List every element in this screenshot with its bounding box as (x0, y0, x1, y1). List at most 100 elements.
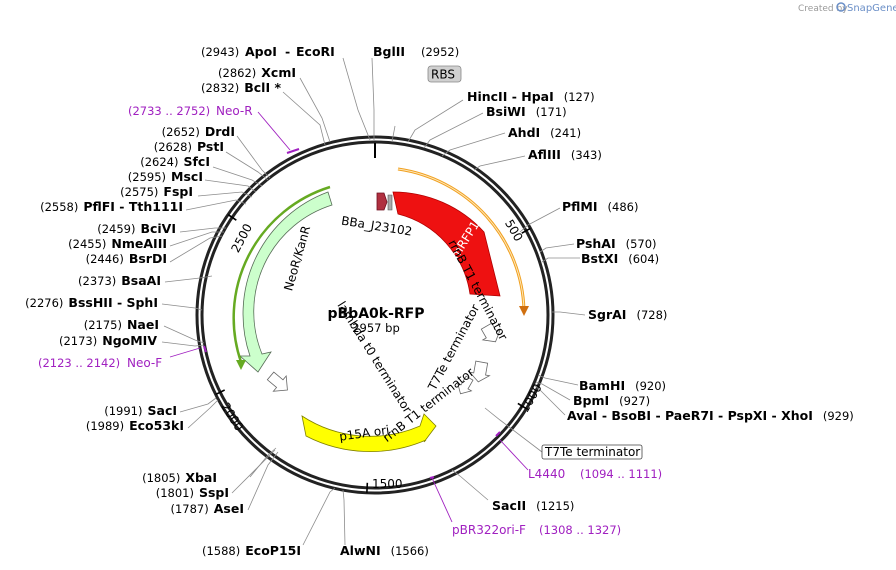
leader-line (299, 77, 331, 143)
leader-line (185, 199, 247, 211)
leader-line (391, 125, 396, 143)
site-position: (1588) (202, 544, 240, 558)
right-site-labels: HincII - HpaI(127)BsiWI(171) AhdI (241) Afl… (340, 89, 854, 558)
site-name: MscI (171, 169, 203, 184)
leader-line (484, 407, 543, 453)
site-label-left: PflFI - Tth111I(2558) (40, 199, 183, 214)
site-name: BciVI (140, 221, 176, 236)
t7te-badge-box (541, 444, 643, 460)
site-position: (1801) (156, 486, 194, 500)
primer-name: L4440 (528, 467, 565, 481)
site-label-left: BssHII - SphI(2276) (25, 295, 158, 310)
leader-line (342, 489, 346, 546)
p15a-ori-arrow (301, 413, 437, 452)
site-name: HincII - HpaI (467, 89, 554, 104)
primer-name: Neo-F (127, 356, 162, 370)
site-position: (2575) (120, 185, 158, 199)
site-position: (241) (550, 126, 581, 140)
site-position: (927) (619, 394, 650, 408)
leader-line (441, 132, 506, 157)
neor-kanr-arrow (238, 191, 333, 373)
site-label-apoi-ecori: (2943) ApoI - EcoRI (201, 44, 335, 59)
site-name: XcmI (261, 65, 296, 80)
site-label-left: XcmI(2862) (218, 65, 296, 80)
site-name: AlwNI (340, 543, 381, 558)
tick-mark-2500 (227, 213, 237, 221)
site-label-left: NmeAIII(2455) (68, 236, 167, 251)
plasmid-length: 2957 bp (352, 321, 400, 335)
primer-name: pBR322ori-F (452, 523, 526, 537)
pbr322-primer-mark (429, 476, 435, 479)
leader-line (473, 155, 526, 171)
site-name: PflMI (562, 199, 598, 214)
backbone-outer-ring (195, 135, 555, 495)
primer-leader-line (431, 477, 453, 523)
leader-line (225, 151, 269, 181)
site-position: (604) (628, 252, 659, 266)
site-label-right: HincII - HpaI(127) (467, 89, 595, 104)
site-name: BsrDI (129, 251, 167, 266)
tick-label-1000: 1000 (517, 381, 544, 414)
site-position: (1215) (536, 499, 574, 513)
site-name: BamHI (579, 378, 625, 393)
leader-line (552, 311, 586, 316)
site-position: (2446) (86, 252, 124, 266)
primer-label-neo-f: (2123 .. 2142) Neo-F (38, 356, 162, 370)
created-by-label: Created by (798, 4, 848, 14)
site-position: (486) (608, 200, 639, 214)
primer-range: (1094 .. 1111) (580, 467, 662, 481)
leader-line (169, 231, 224, 247)
primer-range: (2733 .. 2752) (128, 104, 210, 118)
leader-lines (161, 57, 586, 546)
site-label-left: MscI (2595) (128, 169, 203, 184)
site-name: DrdI (205, 124, 235, 139)
tick-mark-500 (521, 227, 531, 234)
rbs-badge: RBS (427, 65, 462, 83)
site-label-right: AhdI (241) (508, 125, 581, 140)
site-label-bglii: BglII (2952) (373, 44, 459, 59)
site-name: ApoI (245, 44, 277, 59)
site-name: NmeAIII (111, 236, 167, 251)
site-position: (2832) (201, 81, 239, 95)
site-label-right: BsiWI(171) (486, 104, 567, 119)
site-label-right: AvaI - BsoBI - PaeR7I - PspXI - XhoI(929… (567, 408, 854, 423)
primer-name: Neo-R (216, 104, 253, 118)
site-label-left: FspI(2575) (120, 184, 193, 199)
site-name: XbaI (185, 470, 217, 485)
site-position: (343) (571, 148, 602, 162)
site-name: AhdI (508, 125, 540, 140)
site-label-left: PstI(2628) (154, 139, 224, 154)
site-label-right: BstXI(604) (581, 251, 659, 266)
site-name: BsiWI (486, 104, 526, 119)
site-label-left: SfcI(2624) (140, 154, 210, 169)
site-label-left: EcoP15I(1588) (202, 543, 301, 558)
tick-mark-2000 (215, 389, 226, 396)
site-name: AvaI - BsoBI - PaeR7I - PspXI - XhoI (567, 408, 813, 423)
site-label-left: SspI (1801) (156, 485, 229, 500)
site-label-right: AflIII(343) (528, 147, 602, 162)
leader-line (247, 451, 279, 511)
site-name: SspI (199, 485, 229, 500)
site-position: (1991) (104, 404, 142, 418)
tick-label-500: 500 (502, 217, 526, 244)
site-position: (2943) (201, 45, 239, 59)
left-site-labels: XcmI(2862)BclI *(2832)DrdI(2652)PstI(262… (25, 65, 301, 558)
site-label-left: AseI(1787) (171, 501, 245, 516)
tick-label-2000: 2000 (218, 400, 246, 433)
site-position: (2595) (128, 170, 166, 184)
site-name: PshAI (576, 236, 616, 251)
leader-line (541, 257, 580, 263)
site-name: PflFI - Tth111I (83, 199, 183, 214)
t7te-badge-label: T7Te terminator (544, 445, 640, 459)
plasmid-name: pBbA0k-RFP (327, 306, 424, 322)
site-name: SacI (148, 403, 178, 418)
site-name: Eco53kI (129, 418, 184, 433)
snapgene-logo-icon (836, 2, 846, 12)
neor-kanr-arc (232, 185, 331, 363)
leader-line (533, 384, 566, 416)
leader-line (423, 112, 484, 149)
primer-marks (203, 148, 501, 479)
leader-line (163, 325, 205, 344)
primer-leader-line (169, 347, 201, 358)
site-label-left: DrdI(2652) (162, 124, 235, 139)
